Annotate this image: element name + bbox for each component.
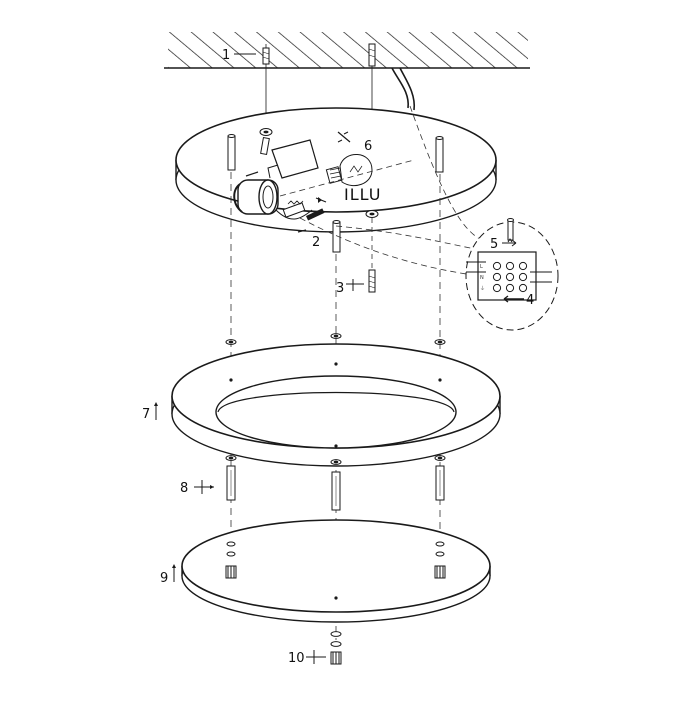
ceiling	[164, 32, 530, 69]
label-part-8: 8	[180, 480, 214, 496]
screwdriver-icon	[337, 131, 351, 143]
part-number-4: 4	[526, 293, 534, 308]
label-part-3: 3	[336, 218, 376, 296]
base-screw	[260, 137, 270, 155]
cover-plate	[181, 519, 491, 623]
part-number-1: 1	[222, 48, 230, 63]
washers-upper	[225, 333, 446, 345]
part-number-8: 8	[180, 481, 188, 496]
part-number-5: 5	[490, 237, 498, 252]
label-part-7: 7	[142, 402, 158, 422]
part-number-3: 3	[336, 281, 344, 296]
socket-to-bulb-guide	[279, 159, 415, 197]
part-number-7: 7	[142, 407, 150, 422]
part-number-2: 2	[312, 235, 320, 250]
label-part-10: 10	[288, 650, 326, 666]
terminal-label-l: L	[480, 264, 483, 270]
illu-label: ILLU	[344, 185, 381, 204]
mains-cable	[391, 67, 409, 109]
part-number-6: 6	[364, 139, 372, 154]
label-part-1: 1	[222, 48, 256, 63]
lamp-socket	[233, 139, 319, 220]
wiring-guides	[299, 105, 483, 277]
ceiling-screw-right	[368, 43, 376, 112]
terminal-label-n: N	[480, 275, 484, 281]
part-number-9: 9	[160, 571, 168, 586]
label-part-9: 9	[160, 564, 176, 586]
arrow-part-5	[502, 239, 517, 247]
diffuser-ring	[171, 343, 501, 467]
terminal-block-icon: L N ⏚	[465, 218, 559, 331]
center-screw	[330, 631, 342, 665]
arrow-part-4	[503, 295, 524, 303]
label-part-2: 2	[297, 197, 327, 250]
washers-middle	[225, 455, 446, 465]
terminal-label-earth: ⏚	[480, 285, 485, 292]
part-number-10: 10	[288, 651, 305, 666]
spacer-rods	[226, 465, 445, 511]
